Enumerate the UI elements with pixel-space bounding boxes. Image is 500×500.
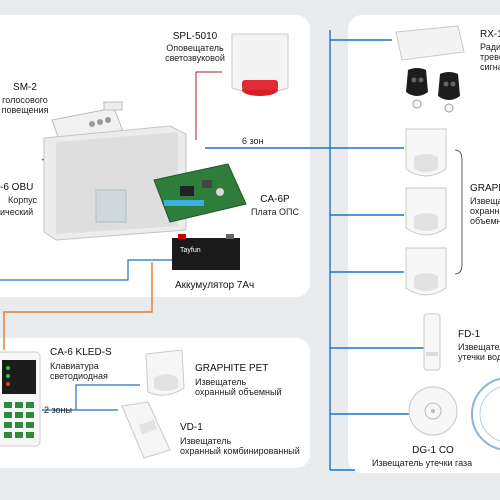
flood-detector-icon	[420, 312, 444, 374]
enclosure-line3: ический	[0, 207, 34, 217]
graphite-pet-desc: Извещатель охранный объемный	[195, 377, 282, 397]
rx-model: RX-1	[480, 29, 500, 40]
gas-detector-icon	[406, 384, 460, 438]
remote-icon	[434, 70, 464, 116]
dg1-desc: Извещатель утечки газа	[372, 458, 473, 468]
keypad-desc: Клавиатура светодиодная	[50, 361, 108, 381]
graphite-model: GRAPHI	[470, 183, 500, 194]
battery-brand: Tayfun	[180, 247, 201, 254]
dg1-model: DG-1 CO	[412, 445, 454, 456]
certification-stamp-icon	[468, 374, 500, 454]
fd1-desc: Извещатель утечки вод	[458, 342, 500, 362]
graphite-pet-model: GRAPHITE PET	[195, 363, 269, 374]
combined-detector-icon	[118, 400, 174, 462]
rx-desc: Ради трево сигна	[480, 42, 500, 72]
siren-desc: Оповещатель светозвуковой	[165, 43, 225, 63]
voice-model: SM-2	[13, 82, 37, 93]
remote-icon	[402, 66, 432, 112]
siren-model: SPL-5010	[172, 31, 218, 42]
motion-detector-icon	[404, 125, 448, 183]
zones6-label: 6 зон	[242, 136, 264, 146]
battery-label: Аккумулятор 7Ач	[175, 280, 255, 291]
board-icon	[150, 160, 250, 230]
motion-detector-icon	[404, 184, 448, 242]
vd1-model: VD-1	[180, 422, 203, 433]
battery-icon: Tayfun	[170, 232, 242, 272]
zones2-label: 2 зоны	[44, 405, 72, 415]
graphite-desc: Извеща охранн объемн	[470, 196, 500, 226]
motion-detector-icon	[404, 244, 448, 302]
keypad-wire	[3, 262, 153, 350]
siren-wire	[195, 71, 222, 140]
vd1-desc: Извещатель охранный комбинированный	[180, 436, 300, 456]
keypad-model: CA-6 KLED-S	[50, 347, 112, 358]
board-model: CA-6P	[260, 194, 290, 205]
receiver-icon	[392, 24, 466, 64]
enclosure-model: -6 OBU	[0, 182, 34, 193]
enclosure-icon	[40, 120, 190, 245]
voice-desc: голосового повещения	[1, 95, 49, 115]
board-desc: Плата ОПС	[250, 207, 300, 217]
fd1-model: FD-1	[458, 329, 481, 340]
motion-detector-icon	[142, 348, 188, 402]
siren-icon	[226, 28, 294, 98]
enclosure-line2: Корпус	[8, 195, 38, 205]
keypad-icon	[0, 350, 42, 448]
